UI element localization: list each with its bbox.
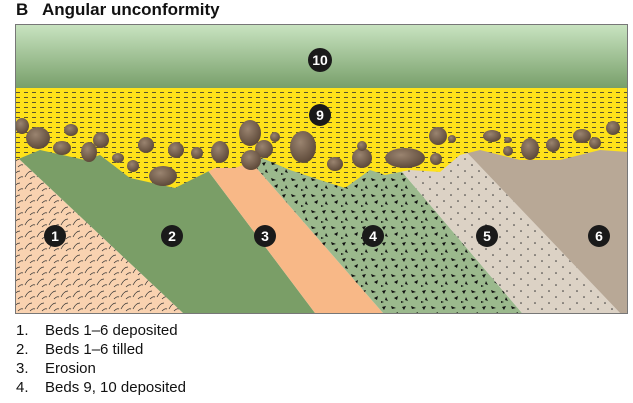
angular-unconformity-diagram: 10 9 1 2 3 4 5 6 (15, 24, 628, 314)
bed-1 (16, 140, 183, 313)
bed-label-badges (44, 48, 610, 247)
diagram-frame (15, 24, 628, 314)
bed-5 (375, 140, 620, 313)
bed-label-6: 6 (595, 228, 603, 244)
bed-6 (455, 140, 628, 313)
bed-label-2: 2 (168, 228, 176, 244)
figure-title-text: Angular unconformity (42, 0, 220, 19)
legend-number: 2. (16, 341, 29, 358)
legend-text: Beds 9, 10 deposited (45, 379, 186, 396)
boulders (15, 118, 620, 186)
legend-text: Beds 1–6 tilled (45, 341, 144, 358)
bed-label-3: 3 (261, 228, 269, 244)
legend-text: Beds 1–6 deposited (45, 322, 178, 339)
bed-label-9: 9 (316, 107, 324, 123)
bed-9 (16, 88, 628, 188)
legend-text: Erosion (45, 360, 96, 377)
bed-label-10: 10 (312, 52, 328, 68)
legend-item: 2. Beds 1–6 tilled (16, 340, 186, 359)
legend-number: 4. (16, 379, 29, 396)
legend-number: 3. (16, 360, 29, 377)
legend-number: 1. (16, 322, 29, 339)
legend-item: 4. Beds 9, 10 deposited (16, 378, 186, 397)
legend-item: 3. Erosion (16, 359, 186, 378)
legend-list: 1. Beds 1–6 deposited 2. Beds 1–6 tilled 3… (16, 321, 186, 397)
bed-label-1: 1 (51, 228, 59, 244)
figure-letter: B (16, 0, 29, 19)
bed-label-5: 5 (483, 228, 491, 244)
bed-label-4: 4 (369, 228, 377, 244)
figure-title: B Angular unconformity (16, 0, 220, 20)
legend-item: 1. Beds 1–6 deposited (16, 321, 186, 340)
bed-3 (185, 140, 383, 313)
